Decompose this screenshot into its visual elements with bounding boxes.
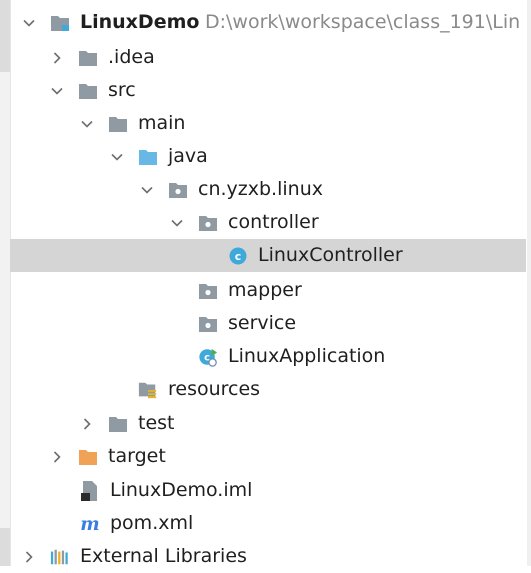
chevron-down-icon[interactable] [110, 140, 124, 173]
controller-label: controller [228, 211, 319, 233]
project-name: LinuxDemo [80, 11, 200, 33]
excluded-folder-icon [78, 440, 98, 473]
target-label: target [108, 445, 166, 467]
chevron-down-icon[interactable] [80, 107, 94, 140]
package-icon [198, 307, 218, 340]
chevron-down-icon[interactable] [50, 74, 64, 107]
tree-node-idea[interactable]: .idea [10, 41, 526, 74]
module-folder-icon [50, 6, 70, 39]
package-icon [198, 206, 218, 239]
maven-icon: m [80, 507, 100, 540]
linux-controller-label: LinuxController [258, 244, 403, 266]
svg-text:c: c [204, 352, 210, 363]
libraries-icon [50, 540, 70, 573]
folder-icon [78, 74, 98, 107]
source-root-folder-icon [138, 140, 158, 173]
src-label: src [108, 79, 136, 101]
tree-node-linux-controller[interactable]: c LinuxController [10, 239, 526, 272]
svg-text:c: c [235, 250, 242, 263]
tree-node-package[interactable]: cn.yzxb.linux [10, 173, 526, 206]
spring-boot-class-icon: c [198, 340, 218, 373]
tree-node-java[interactable]: java [10, 140, 526, 173]
external-libraries-label: External Libraries [80, 545, 247, 567]
iml-file-icon [80, 474, 100, 507]
chevron-right-icon[interactable] [22, 540, 36, 573]
chevron-right-icon[interactable] [50, 41, 64, 74]
pom-label: pom.xml [110, 512, 194, 534]
package-icon [168, 173, 188, 206]
chevron-right-icon[interactable] [50, 440, 64, 473]
tree-node-external-libraries[interactable]: External Libraries [10, 540, 526, 573]
tool-window-stripe [0, 0, 11, 566]
tree-node-linux-application[interactable]: c LinuxApplication [10, 340, 526, 373]
chevron-down-icon[interactable] [170, 206, 184, 239]
tree-node-pom[interactable]: m pom.xml [10, 507, 526, 540]
svg-text:m: m [80, 514, 99, 534]
folder-icon [78, 41, 98, 74]
project-path: D:\work\workspace\class_191\Lin [205, 11, 521, 33]
tree-node-controller[interactable]: controller [10, 206, 526, 239]
scrollbar-track[interactable] [527, 0, 531, 566]
test-label: test [138, 412, 175, 434]
tree-node-project-root[interactable]: LinuxDemo D:\work\workspace\class_191\Li… [10, 6, 526, 39]
tree-node-target[interactable]: target [10, 440, 526, 473]
folder-icon [108, 407, 128, 440]
main-label: main [138, 112, 186, 134]
tree-node-main[interactable]: main [10, 107, 526, 140]
structure-tool-tab[interactable] [0, 528, 10, 566]
idea-label: .idea [108, 46, 155, 68]
tree-node-service[interactable]: service [10, 307, 526, 340]
folder-icon [108, 107, 128, 140]
chevron-right-icon[interactable] [80, 407, 94, 440]
tree-node-test[interactable]: test [10, 407, 526, 440]
linux-application-label: LinuxApplication [228, 345, 386, 367]
resources-folder-icon [138, 373, 158, 406]
tree-node-iml[interactable]: LinuxDemo.iml [10, 474, 526, 507]
chevron-down-icon[interactable] [140, 173, 154, 206]
package-label: cn.yzxb.linux [198, 178, 323, 200]
iml-label: LinuxDemo.iml [110, 479, 253, 501]
resources-label: resources [168, 378, 261, 400]
mapper-label: mapper [228, 279, 302, 301]
tree-node-mapper[interactable]: mapper [10, 274, 526, 307]
tree-node-src[interactable]: src [10, 74, 526, 107]
package-icon [198, 274, 218, 307]
project-tool-tab[interactable] [0, 0, 10, 72]
chevron-down-icon[interactable] [22, 6, 36, 39]
service-label: service [228, 312, 297, 334]
class-icon: c [228, 239, 248, 272]
java-label: java [168, 145, 208, 167]
tree-node-resources[interactable]: resources [10, 373, 526, 406]
